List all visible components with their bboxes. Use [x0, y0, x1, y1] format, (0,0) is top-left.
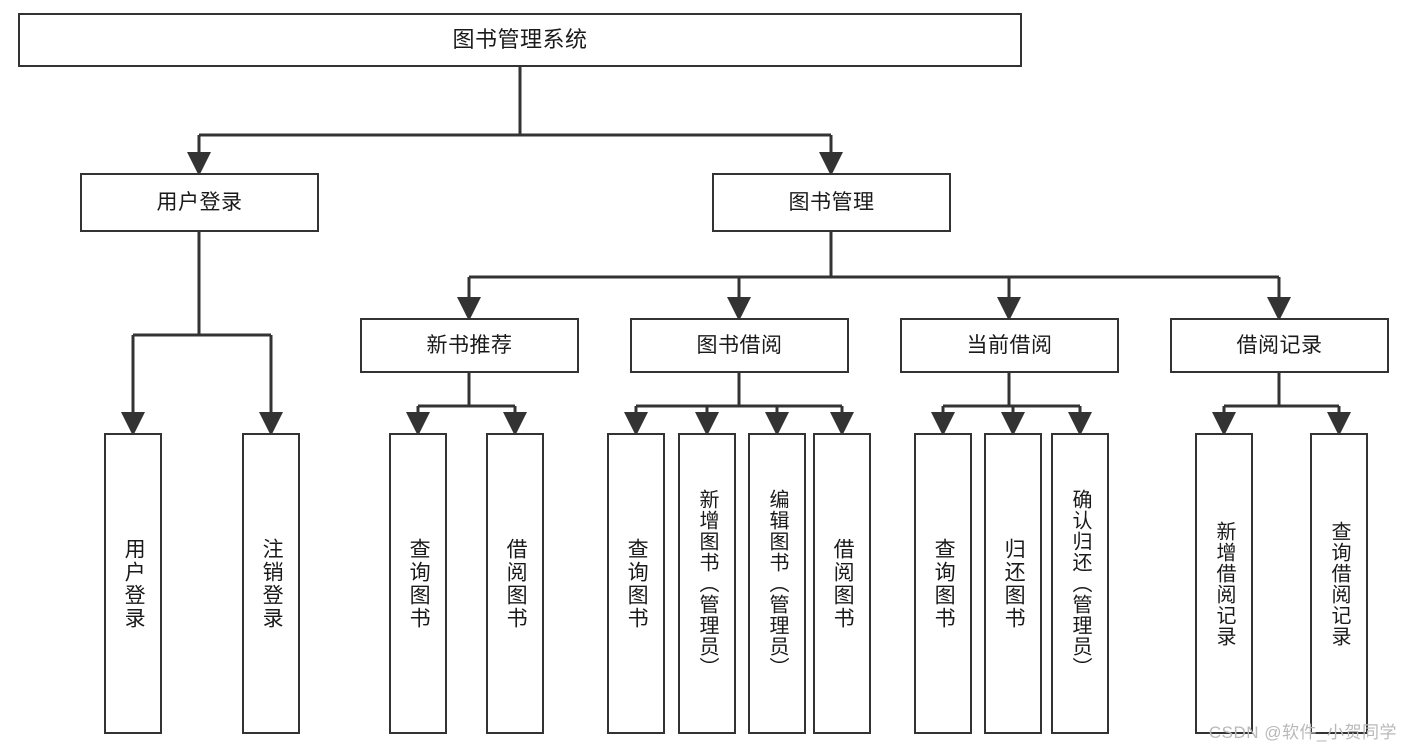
- node-leaf-add-book-admin[interactable]: 新增图书（管理员）: [678, 433, 736, 734]
- node-label: 查询图书: [932, 537, 956, 630]
- node-leaf-return-book[interactable]: 归还图书: [984, 433, 1042, 734]
- node-current-borrow[interactable]: 当前借阅: [900, 318, 1119, 373]
- node-leaf-logout[interactable]: 注销登录: [242, 433, 300, 734]
- node-leaf-borrow-book-recommend[interactable]: 借阅图书: [486, 433, 544, 734]
- node-leaf-add-borrow-record[interactable]: 新增借阅记录: [1195, 433, 1253, 734]
- node-user-login[interactable]: 用户登录: [80, 173, 319, 232]
- node-label: 借阅图书: [831, 537, 855, 630]
- node-leaf-edit-book-admin[interactable]: 编辑图书（管理员）: [748, 433, 806, 734]
- node-label: 图书管理: [788, 190, 875, 214]
- node-root-book-management-system[interactable]: 图书管理系统: [18, 13, 1022, 67]
- node-label: 查询图书: [407, 537, 431, 630]
- node-label: 借阅记录: [1236, 333, 1323, 357]
- watermark: CSDN @软件_小贺同学: [1208, 723, 1397, 742]
- node-label: 归还图书: [1002, 537, 1026, 630]
- node-label: 用户登录: [122, 537, 146, 630]
- node-label: 查询借阅记录: [1328, 520, 1350, 647]
- node-leaf-query-borrow-record[interactable]: 查询借阅记录: [1310, 433, 1368, 734]
- node-label: 新书推荐: [426, 333, 513, 357]
- node-label: 借阅图书: [504, 537, 528, 630]
- node-leaf-query-book-borrow[interactable]: 查询图书: [607, 433, 665, 734]
- node-leaf-query-book-recommend[interactable]: 查询图书: [389, 433, 447, 734]
- node-leaf-query-book-current[interactable]: 查询图书: [914, 433, 972, 734]
- node-label: 当前借阅: [966, 333, 1053, 357]
- node-label: 编辑图书（管理员）: [766, 489, 788, 678]
- node-label: 用户登录: [156, 190, 243, 214]
- node-label: 图书管理系统: [452, 26, 588, 52]
- node-book-borrow[interactable]: 图书借阅: [630, 318, 849, 373]
- node-label: 图书借阅: [696, 333, 783, 357]
- node-leaf-user-login[interactable]: 用户登录: [104, 433, 162, 734]
- node-label: 查询图书: [625, 537, 649, 630]
- node-leaf-confirm-return-admin[interactable]: 确认归还（管理员）: [1051, 433, 1109, 734]
- node-label: 确认归还（管理员）: [1069, 489, 1091, 678]
- node-borrow-record[interactable]: 借阅记录: [1170, 318, 1389, 373]
- node-leaf-borrow-book[interactable]: 借阅图书: [813, 433, 871, 734]
- node-label: 注销登录: [260, 537, 284, 630]
- node-label: 新增图书（管理员）: [696, 489, 718, 678]
- node-book-management[interactable]: 图书管理: [712, 173, 951, 232]
- node-new-book-recommend[interactable]: 新书推荐: [360, 318, 579, 373]
- node-label: 新增借阅记录: [1213, 520, 1235, 647]
